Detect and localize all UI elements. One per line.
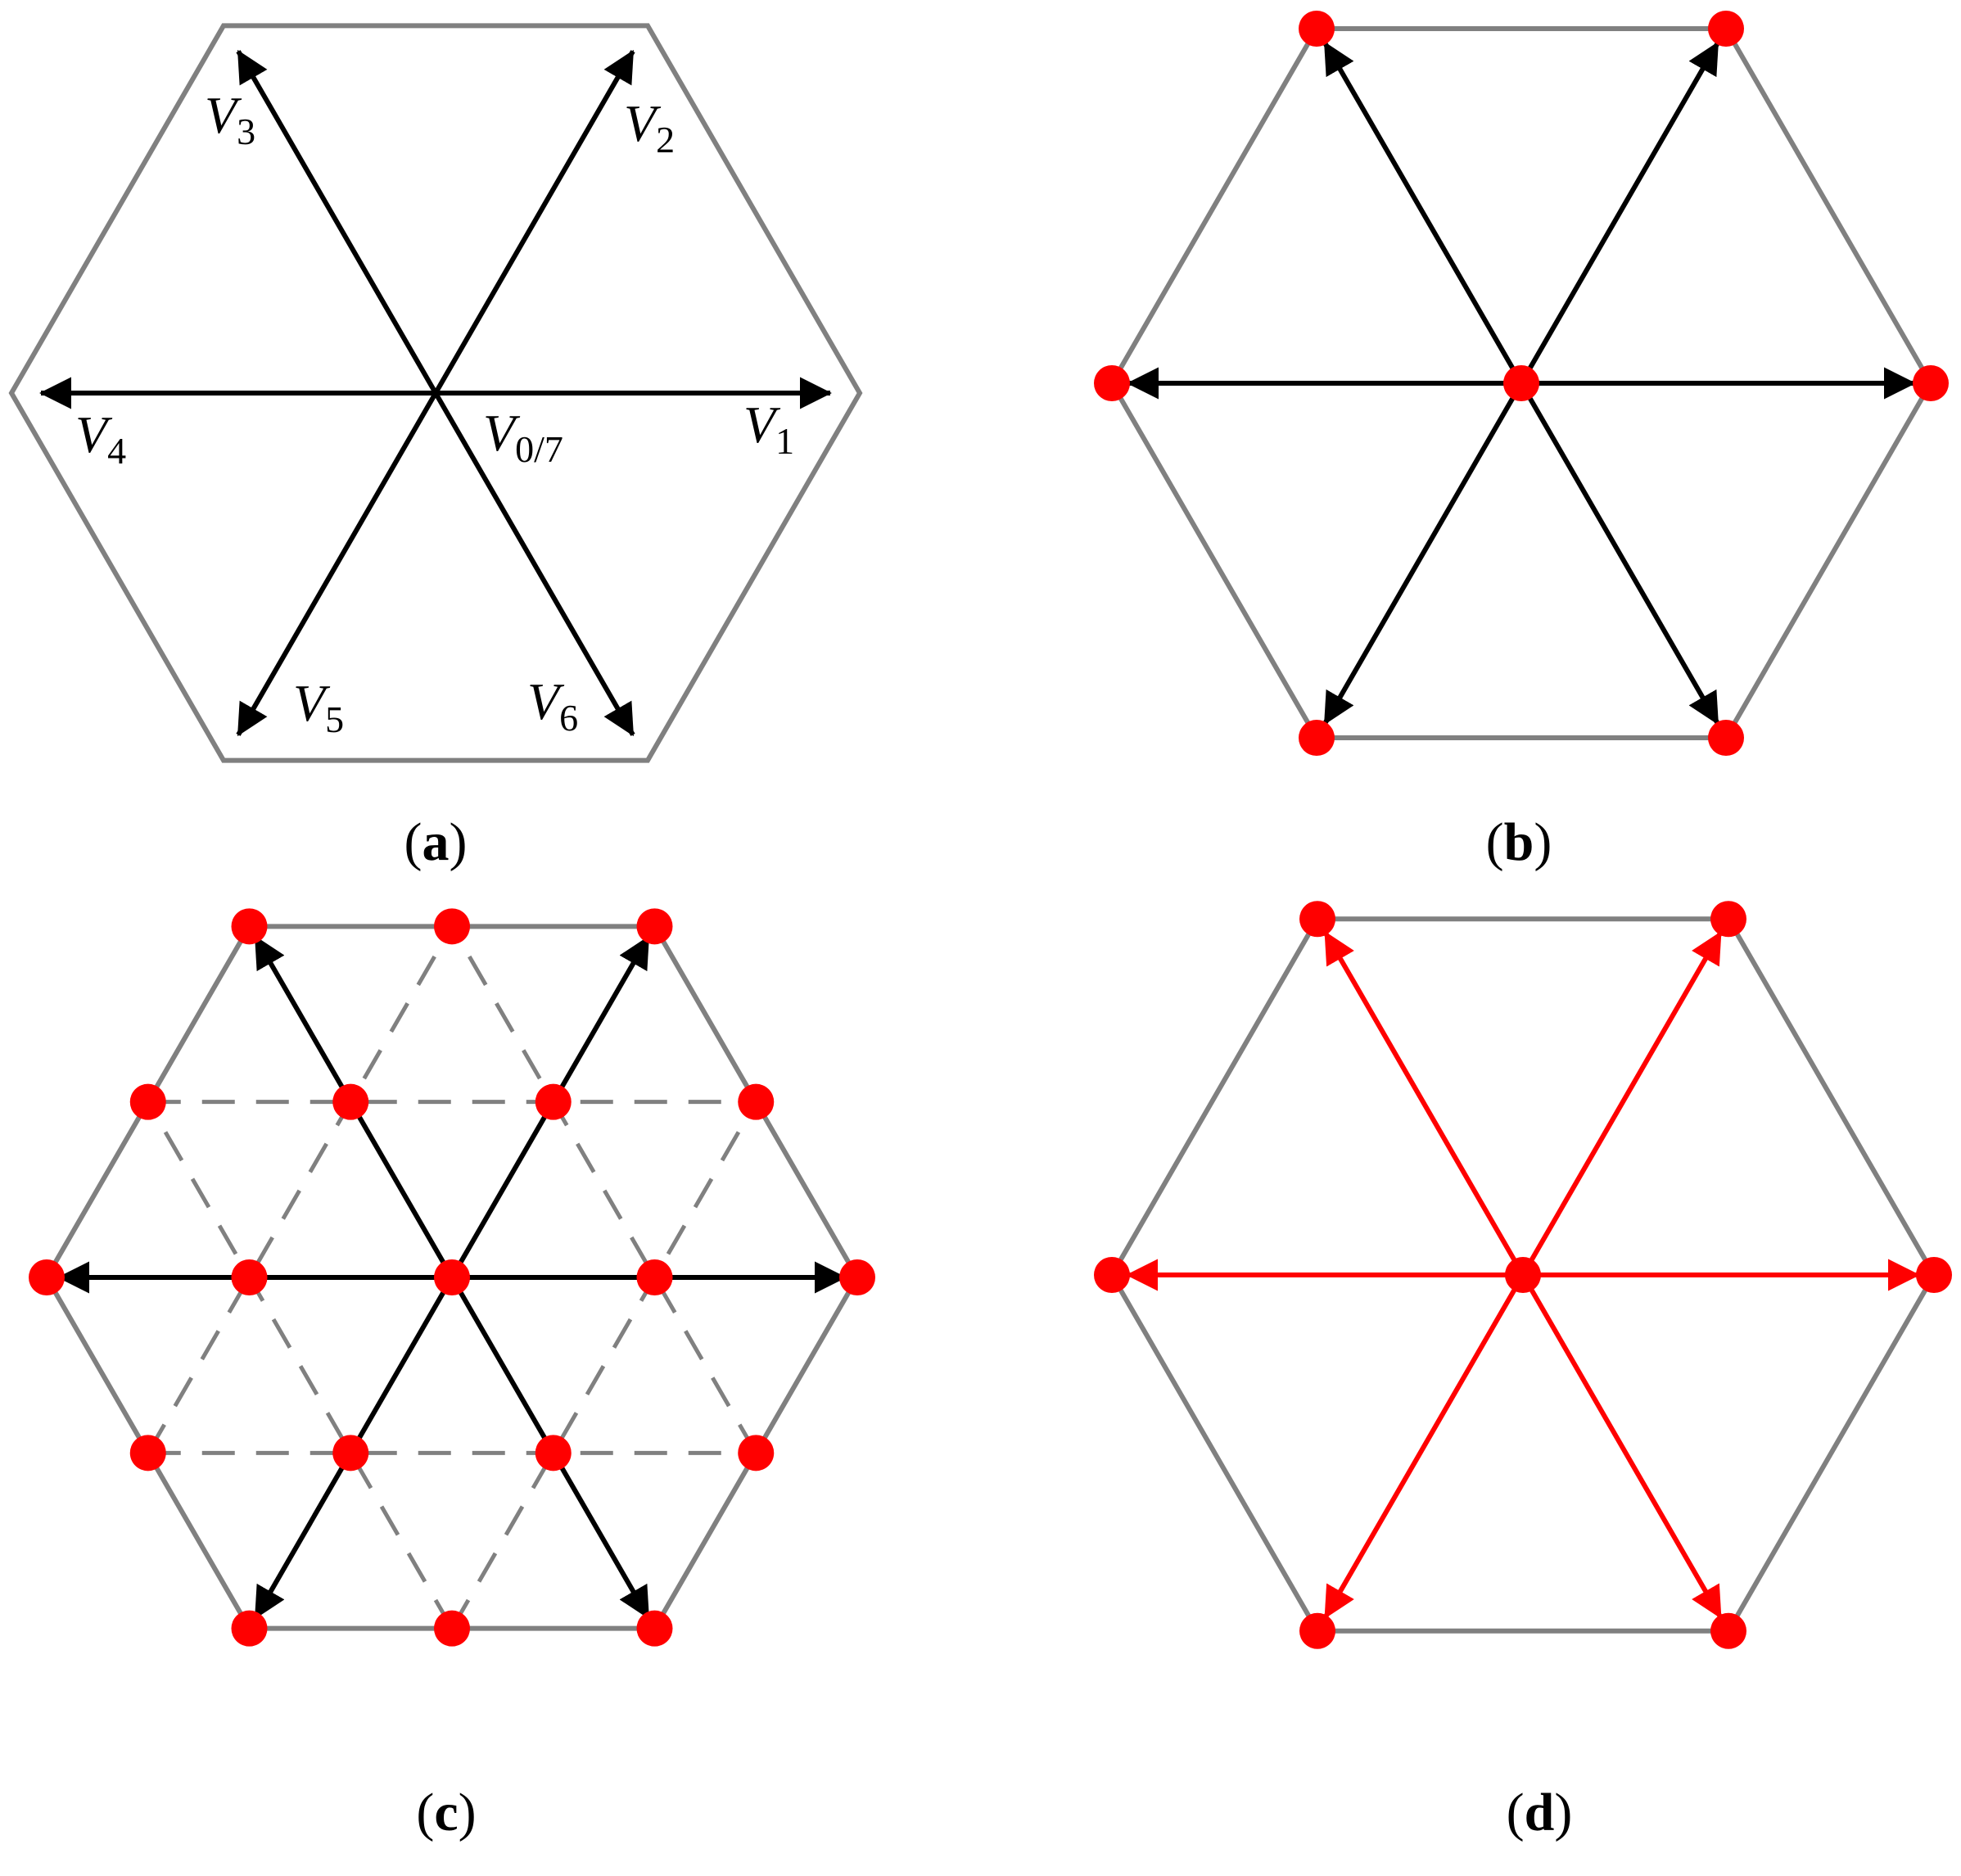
vector-arrow-3 xyxy=(1322,931,1525,1277)
node-dot xyxy=(1094,1257,1130,1293)
node-dot xyxy=(1503,365,1539,401)
grid-dashed-line xyxy=(146,1101,454,1630)
grid-dashed-line xyxy=(450,925,758,1454)
node-dot xyxy=(738,1435,775,1471)
panel-c: (c) xyxy=(29,908,875,1842)
label-v4: V4 xyxy=(75,405,126,472)
node-dot xyxy=(434,1259,470,1295)
vector-arrow-5 xyxy=(1322,382,1524,726)
node-dot xyxy=(1505,1257,1541,1293)
node-dot xyxy=(636,1610,673,1647)
node-dot xyxy=(738,1083,775,1120)
node-dot xyxy=(332,1083,369,1120)
node-dot xyxy=(1299,901,1335,938)
caption-d: (d) xyxy=(1507,1783,1573,1842)
vector-arrow-2 xyxy=(1520,931,1724,1277)
vector-arrow-5 xyxy=(236,391,438,737)
vector-arrow-3 xyxy=(236,49,438,395)
label-v6: V6 xyxy=(527,672,578,739)
node-dot xyxy=(839,1259,875,1295)
vector-arrow-6 xyxy=(1520,1273,1724,1619)
label-v3: V3 xyxy=(205,86,255,152)
hexagon-outline xyxy=(8,23,863,763)
node-dot xyxy=(231,1259,268,1295)
node-dot xyxy=(535,1435,572,1471)
node-dot xyxy=(1299,720,1335,757)
node-dot xyxy=(1708,720,1744,757)
panel-b: (b) xyxy=(1094,10,1949,872)
node-dot xyxy=(1913,365,1949,401)
node-dot xyxy=(1299,10,1335,47)
label-v1: V1 xyxy=(743,396,794,462)
vector-arrow-6 xyxy=(1519,382,1720,726)
caption-a: (a) xyxy=(404,812,468,872)
node-dot xyxy=(129,1435,166,1471)
label-v2: V2 xyxy=(624,94,675,160)
caption-c: (c) xyxy=(416,1783,476,1842)
node-dot xyxy=(434,908,470,945)
node-dot xyxy=(1710,901,1746,938)
label-v0-7: V0/7 xyxy=(483,404,563,470)
vector-arrow-2 xyxy=(1519,41,1720,385)
grid-dashed-line xyxy=(450,1101,758,1630)
node-dot xyxy=(332,1435,369,1471)
vector-arrow-6 xyxy=(433,391,635,737)
node-dot xyxy=(535,1083,572,1120)
node-dot xyxy=(1710,1612,1746,1649)
grid-dashed-line xyxy=(146,925,454,1454)
vector-arrow-5 xyxy=(1322,1273,1525,1619)
node-dot xyxy=(129,1083,166,1120)
node-dot xyxy=(636,1259,673,1295)
label-v5: V5 xyxy=(293,674,344,740)
vector-arrow-2 xyxy=(433,49,635,395)
node-dot xyxy=(1916,1257,1952,1293)
node-dot xyxy=(1094,365,1130,401)
node-dot xyxy=(434,1610,470,1647)
node-dot xyxy=(231,1610,268,1647)
node-dot xyxy=(636,908,673,945)
node-dot xyxy=(1299,1612,1335,1649)
node-dot xyxy=(231,908,268,945)
panel-d: (d) xyxy=(1094,901,1952,1842)
node-dot xyxy=(1708,10,1744,47)
caption-b: (b) xyxy=(1486,812,1552,872)
node-dot xyxy=(29,1259,65,1295)
vector-arrow-3 xyxy=(1322,41,1524,385)
